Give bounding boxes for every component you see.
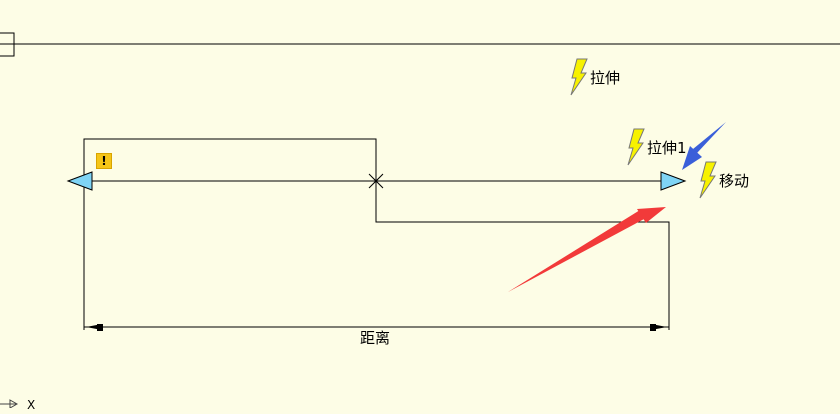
stretch-label: 拉伸	[590, 69, 621, 87]
small-box	[0, 32, 15, 57]
distance-label[interactable]: 距离	[360, 329, 391, 347]
lightning-icon	[627, 128, 645, 166]
right-grip-handle[interactable]	[660, 171, 687, 191]
warning-icon[interactable]: !	[96, 153, 112, 169]
ucs-icon	[0, 399, 19, 408]
midpoint-marker	[368, 173, 384, 189]
block-outline	[83, 138, 670, 330]
move-label: 移动	[719, 172, 750, 190]
lightning-icon	[570, 58, 588, 96]
blue-annotation-arrow	[682, 122, 726, 170]
left-grip-handle[interactable]	[66, 171, 93, 191]
ucs-x-label: X	[27, 398, 36, 412]
stretch1-label: 拉伸1	[647, 139, 687, 157]
lightning-icon	[699, 161, 717, 199]
red-annotation-arrow	[508, 207, 666, 292]
